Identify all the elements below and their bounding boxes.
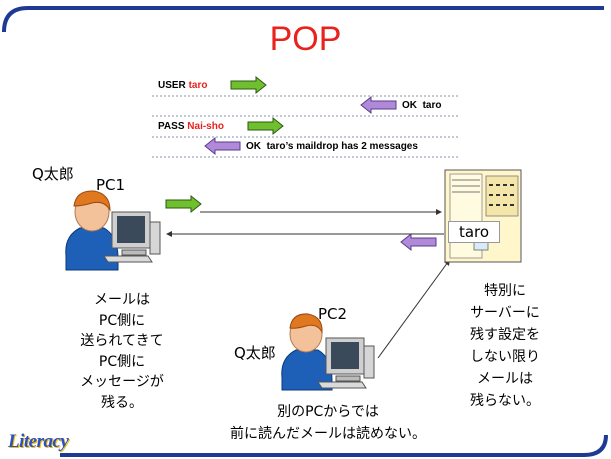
- note-bottom: 別のPCからでは 前に読んだメールは読めない。: [188, 401, 468, 445]
- protocol-separators: [152, 95, 458, 158]
- note-left-line: メッセージが: [80, 374, 164, 390]
- pc1-user-illustration: [65, 190, 161, 271]
- server-icon: [444, 169, 522, 263]
- pass-value: Nai-sho: [187, 121, 224, 132]
- ok-user-value: taro: [422, 100, 442, 111]
- note-left-line: メールは: [94, 292, 150, 308]
- note-left: メールは PC側に 送られてきて PC側に メッセージが 残る。: [52, 290, 192, 413]
- note-left-line: 残る。: [101, 394, 143, 411]
- note-right-line: 特別に: [484, 283, 526, 299]
- note-right-line: メールは: [477, 371, 533, 387]
- page-title: POP: [269, 20, 342, 58]
- user-value: taro: [188, 80, 208, 91]
- arrow-ok-user: [360, 95, 397, 115]
- note-right-line: 残らない。: [470, 393, 540, 409]
- pc2-user-illustration: [281, 313, 375, 391]
- pass-command: PASS: [158, 121, 185, 132]
- protocol-ok-maildrop-line: OK taro’s maildrop has 2 messages: [246, 141, 418, 152]
- ok-label-2: OK: [246, 141, 261, 152]
- pc2-user-name: Q太郎: [234, 344, 276, 362]
- protocol-pass-line: PASS Nai-sho: [158, 121, 224, 132]
- pc2-label: PC2: [318, 305, 348, 323]
- pc1-user-name: Q太郎: [32, 165, 74, 183]
- note-right-line: サーバーに: [470, 305, 540, 321]
- protocol-ok-user-line: OK taro: [402, 100, 441, 111]
- protocol-user-line: USER taro: [158, 80, 207, 91]
- arrow-pc1-to-server: [165, 194, 442, 215]
- note-bottom-line: 別のPCからでは: [277, 404, 379, 420]
- note-bottom-line: 前に読んだメールは読めない。: [230, 426, 426, 442]
- ok-maildrop-message: taro’s maildrop has 2 messages: [266, 141, 418, 152]
- ok-label: OK: [402, 100, 417, 111]
- slide-border: [2, 6, 608, 457]
- note-left-line: PC側に: [98, 312, 146, 329]
- arrow-server-to-pc1: [166, 231, 444, 252]
- note-right-line: しない限り: [470, 349, 540, 365]
- literacy-logo: Literacy: [8, 431, 69, 452]
- server-mailbox-label: taro: [448, 221, 500, 243]
- arrow-ok-maildrop: [204, 136, 241, 156]
- arrow-pass: [247, 116, 284, 136]
- note-right-line: 残す設定を: [470, 327, 540, 343]
- note-left-line: 送られてきて: [80, 333, 164, 349]
- arrow-user: [230, 75, 267, 95]
- user-command: USER: [158, 80, 186, 91]
- note-right: 特別に サーバーに 残す設定を しない限り メールは 残らない。: [440, 280, 570, 412]
- pc1-label: PC1: [96, 176, 126, 194]
- note-left-line: PC側に: [98, 353, 146, 370]
